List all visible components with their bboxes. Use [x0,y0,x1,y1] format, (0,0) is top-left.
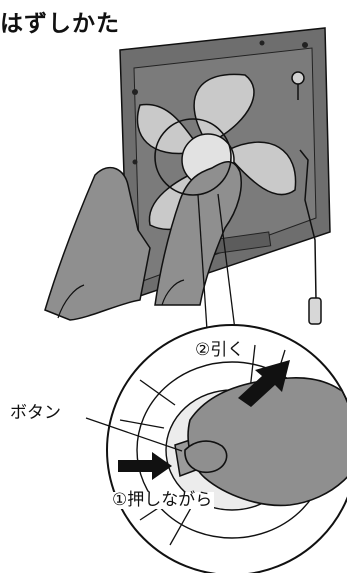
button-leader-line [85,417,183,452]
power-cord [291,71,322,325]
zoom-callout-lines [154,118,238,347]
detail-circle [106,324,347,573]
step-push-label: ①押しながら [110,490,215,510]
step-pull-label: ②引く [193,340,247,360]
hands-upper [44,161,242,321]
page-title: はずしかた [0,11,120,37]
push-arrow [118,452,172,480]
button-callout-label: ボタン [10,403,61,423]
pull-arrow [238,360,290,407]
